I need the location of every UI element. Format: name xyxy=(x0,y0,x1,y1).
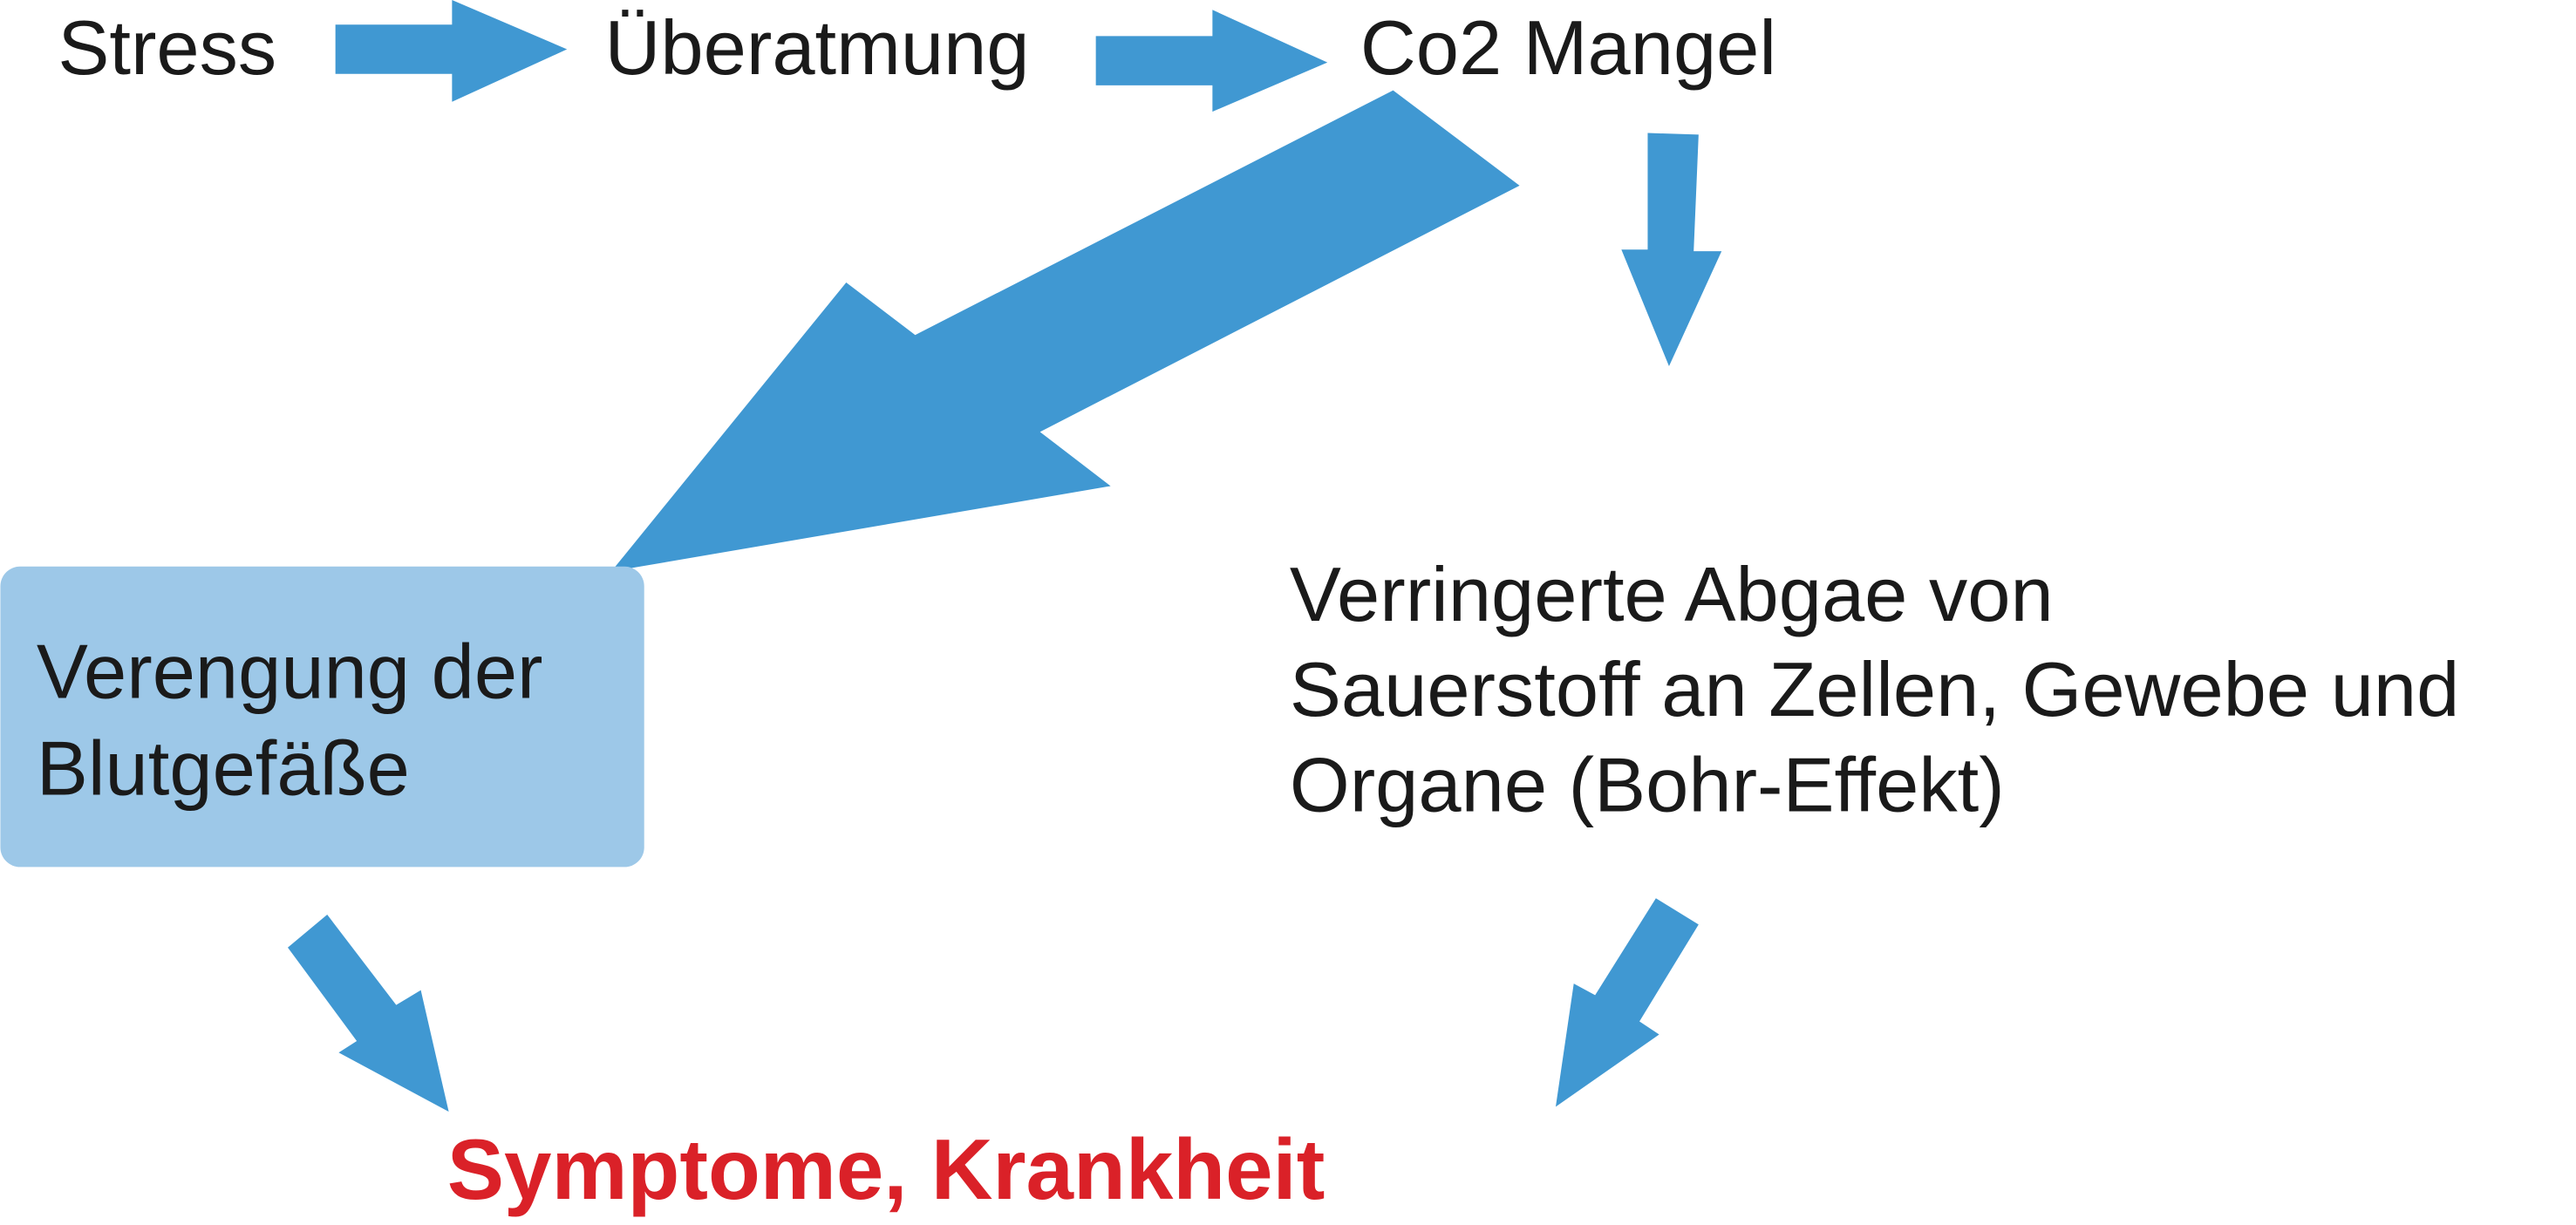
verengung-box xyxy=(0,566,644,868)
node-sauerstoff-line3: Organe (Bohr-Effekt) xyxy=(1290,741,2005,827)
arrow-verengung-to-symptome xyxy=(288,915,449,1113)
node-symptome: Symptome, Krankheit xyxy=(447,1121,1325,1217)
node-sauerstoff-line2: Sauerstoff an Zellen, Gewebe und xyxy=(1290,646,2460,732)
arrow-co2-to-verengung xyxy=(611,90,1520,572)
node-sauerstoff-line1: Verringerte Abgae von xyxy=(1290,551,2054,637)
arrow-stress-to-ueberatmung xyxy=(335,0,568,102)
arrow-sauerstoff-to-symptome xyxy=(1555,898,1699,1107)
node-co2-mangel: Co2 Mangel xyxy=(1360,4,1776,91)
node-verengung-line1: Verengung der xyxy=(37,628,543,714)
node-verengung-line2: Blutgefäße xyxy=(37,725,410,812)
node-ueberatmung: Überatmung xyxy=(605,4,1030,91)
node-stress: Stress xyxy=(58,4,276,91)
arrow-ueberatmung-to-co2 xyxy=(1095,10,1328,112)
arrow-co2-to-sauerstoff xyxy=(1621,133,1722,366)
